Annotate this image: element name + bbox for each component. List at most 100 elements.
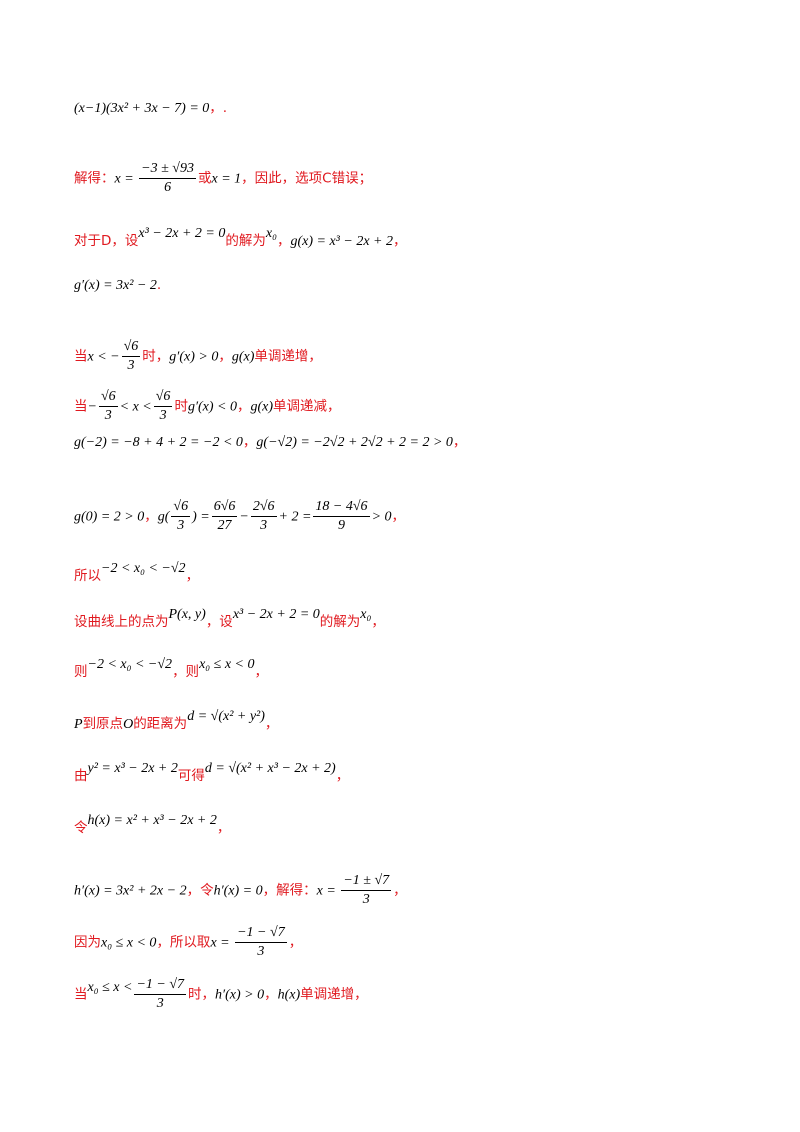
math-expression: −2 < x₀ < −√2 — [87, 657, 173, 672]
math-expression: x = 1 — [211, 171, 242, 187]
math-expression: ) = — [192, 509, 210, 525]
fraction-numerator: √6 — [153, 388, 173, 407]
text-line-l09: 所以−2 < x₀ < −√2， — [74, 561, 760, 587]
chinese-text: 时， — [142, 348, 170, 365]
fraction-numerator: 18 − 4√6 — [313, 498, 370, 517]
fraction-denominator: 3 — [104, 408, 112, 423]
math-expression: g′(x) = 3x² − 2 — [74, 278, 157, 293]
chinese-text: ， — [288, 934, 303, 951]
chinese-text: 对于D，设 — [74, 233, 139, 249]
math-expression: x₀ — [265, 226, 277, 241]
math-expression: h(x) — [277, 987, 301, 1003]
fraction-numerator: −1 ± √7 — [341, 872, 392, 891]
math-expression: h′(x) = 0 — [213, 883, 263, 899]
chinese-text: 当 — [74, 348, 88, 365]
chinese-text: ， — [393, 882, 407, 899]
chinese-text: 设曲线上的点为 — [74, 614, 169, 630]
math-expression: h(x) = x² + x³ − 2x + 2 — [87, 813, 217, 828]
chinese-text: ，所以取 — [156, 934, 211, 951]
math-expression: x³ − 2x + 2 = 0 — [138, 226, 226, 241]
text-line-l07: g(−2) = −8 + 4 + 2 = −2 < 0，g(−√2) = −2√… — [74, 432, 760, 453]
text-line-l03: 对于D，设x³ − 2x + 2 = 0的解为x₀，g(x) = x³ − 2x… — [74, 226, 760, 252]
fraction-numerator: 2√6 — [250, 498, 277, 517]
chinese-text: ， — [264, 986, 278, 1003]
text-line-l13: 由y² = x³ − 2x + 2可得d = √(x² + x³ − 2x + … — [74, 761, 760, 787]
math-expression: x₀ ≤ x < 0 — [199, 657, 255, 672]
chinese-text: 的解为 — [319, 614, 361, 630]
math-expression: − — [87, 399, 97, 415]
math-expression: P — [74, 717, 83, 732]
fraction-denominator: 27 — [217, 518, 232, 533]
math-expression: < x < — [119, 399, 152, 415]
math-expression: g( — [157, 509, 170, 525]
math-expression: g(x) — [250, 399, 274, 415]
math-expression: − — [239, 509, 249, 525]
chinese-text: 当 — [74, 986, 88, 1003]
fraction-numerator: √6 — [171, 498, 191, 517]
chinese-text: 由 — [74, 768, 88, 784]
chinese-text: ， — [392, 233, 407, 249]
math-expression: P(x, y) — [168, 607, 206, 622]
chinese-text: 的解为 — [225, 233, 266, 249]
chinese-text: ， — [216, 820, 231, 836]
math-expression: (x−1)(3x² + 3x − 7) = 0 — [74, 101, 210, 116]
chinese-text: ， — [335, 768, 350, 784]
chinese-text: ， — [144, 508, 158, 525]
math-expression: y² = x³ − 2x + 2 — [87, 761, 178, 776]
chinese-text: 时 — [174, 398, 188, 415]
chinese-text: ， — [371, 614, 385, 630]
chinese-text: 所以 — [74, 568, 101, 584]
math-expression: g(−2) = −8 + 4 + 2 = −2 < 0 — [74, 435, 243, 450]
chinese-text: 令 — [74, 820, 88, 836]
text-line-l04: g′(x) = 3x² − 2. — [74, 275, 760, 296]
fraction-denominator: 3 — [159, 408, 167, 423]
chinese-text: ，因此，选项C错误； — [241, 170, 373, 187]
fraction-numerator: −1 − √7 — [235, 924, 287, 943]
math-expression: g′(x) < 0 — [187, 399, 237, 415]
math-expression: x₀ ≤ x < — [87, 979, 133, 995]
chinese-text: ，设 — [205, 614, 233, 630]
chinese-text: ，. — [209, 100, 228, 116]
math-expression: d = √(x² + y²) — [187, 709, 265, 724]
chinese-text: ， — [452, 434, 467, 450]
text-line-l15: h′(x) = 3x² + 2x − 2，令h′(x) = 0，解得：x = −… — [74, 872, 760, 909]
chinese-text: 因为 — [74, 934, 101, 951]
chinese-text: 时， — [188, 986, 216, 1003]
chinese-text: ， — [218, 348, 232, 365]
math-expression: h′(x) > 0 — [215, 987, 265, 1003]
math-expression: x₀ — [360, 607, 372, 622]
fraction-denominator: 3 — [362, 892, 370, 907]
chinese-text: ，解得： — [262, 882, 317, 899]
fraction-numerator: −3 ± √93 — [139, 160, 196, 179]
math-expression: x = — [114, 171, 138, 187]
chinese-text: 解得： — [74, 170, 115, 187]
text-line-l14: 令h(x) = x² + x³ − 2x + 2， — [74, 813, 760, 839]
math-expression: x³ − 2x + 2 = 0 — [232, 607, 320, 622]
math-expression: h′(x) = 3x² + 2x − 2 — [74, 883, 187, 899]
chinese-text: ， — [276, 233, 291, 249]
chinese-text: ，令 — [186, 882, 214, 899]
fraction-denominator: 3 — [257, 944, 265, 959]
fraction-denominator: 3 — [177, 518, 185, 533]
math-expression: −2 < x₀ < −√2 — [101, 561, 186, 576]
fraction-denominator: 3 — [260, 518, 268, 533]
chinese-text: 到原点 — [82, 716, 124, 732]
chinese-text: 或 — [198, 170, 212, 187]
fraction-denominator: 9 — [337, 518, 345, 533]
fraction-denominator: 3 — [156, 996, 164, 1011]
chinese-text: ，则 — [172, 664, 200, 680]
